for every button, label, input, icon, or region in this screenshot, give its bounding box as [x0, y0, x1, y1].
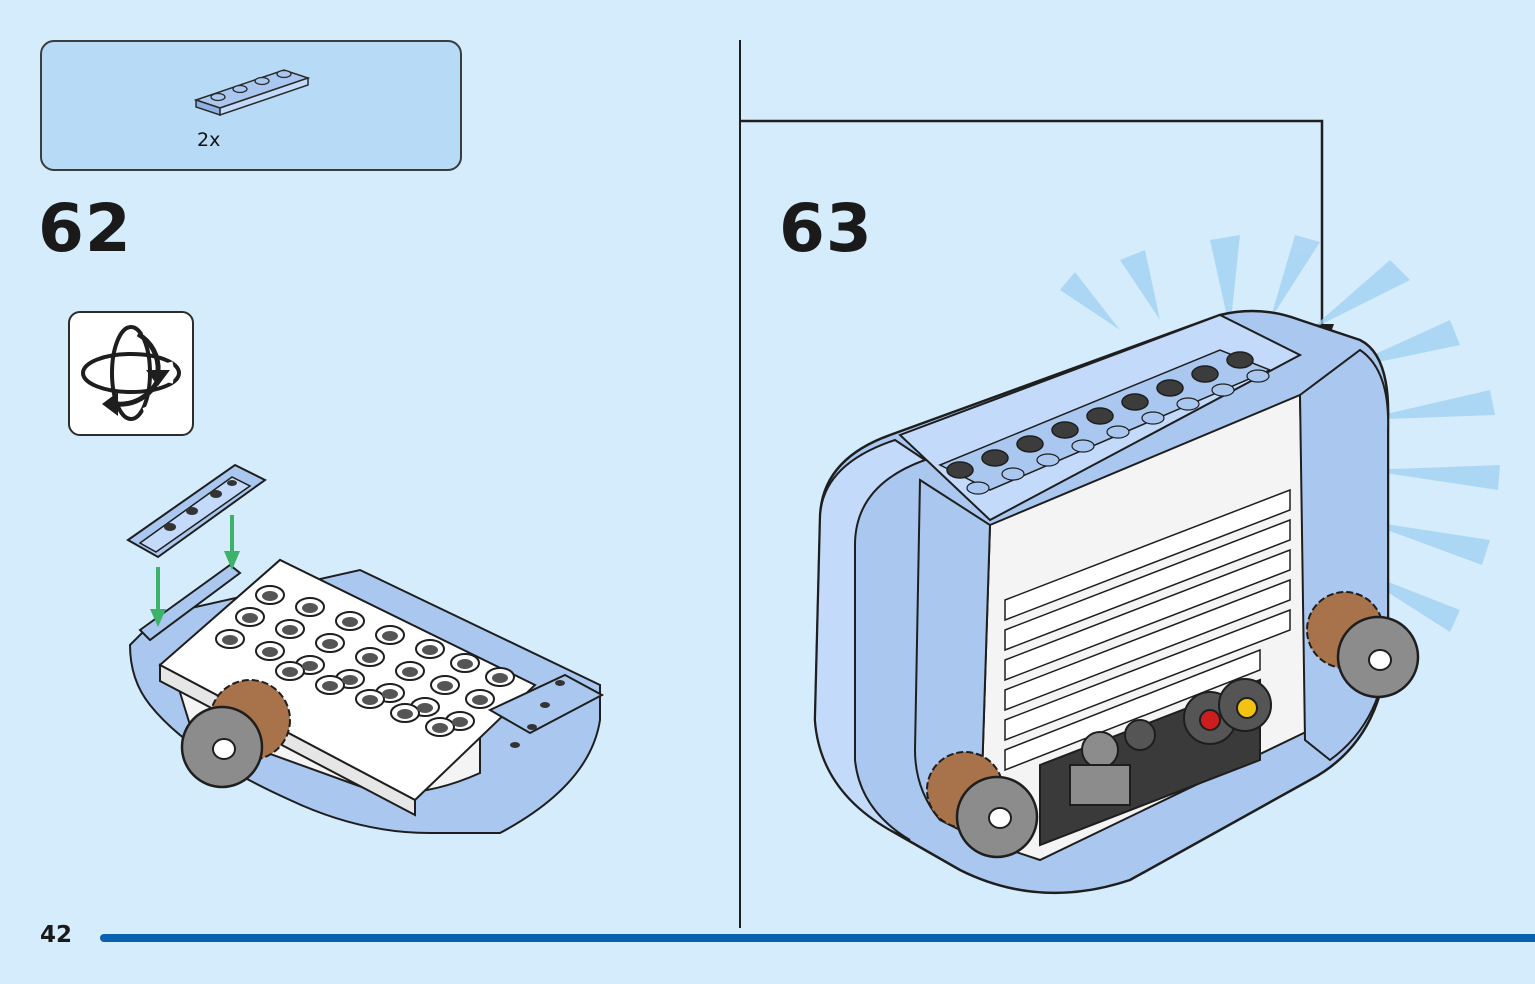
- part-quantity: 2x: [197, 129, 221, 151]
- plate-1x4-part-image: [193, 69, 311, 117]
- step-divider: [739, 40, 741, 928]
- step-63-model-illustration: [813, 235, 1500, 895]
- step-number-63: 63: [779, 190, 873, 267]
- step-62-model-illustration: [126, 463, 605, 834]
- parts-callout: [40, 40, 462, 171]
- rotate-model-icon: [81, 325, 181, 421]
- page-footer-bar: [100, 934, 1535, 942]
- step-number-62: 62: [38, 190, 132, 267]
- gear-wheel: [180, 679, 291, 789]
- page-number: 42: [40, 922, 73, 948]
